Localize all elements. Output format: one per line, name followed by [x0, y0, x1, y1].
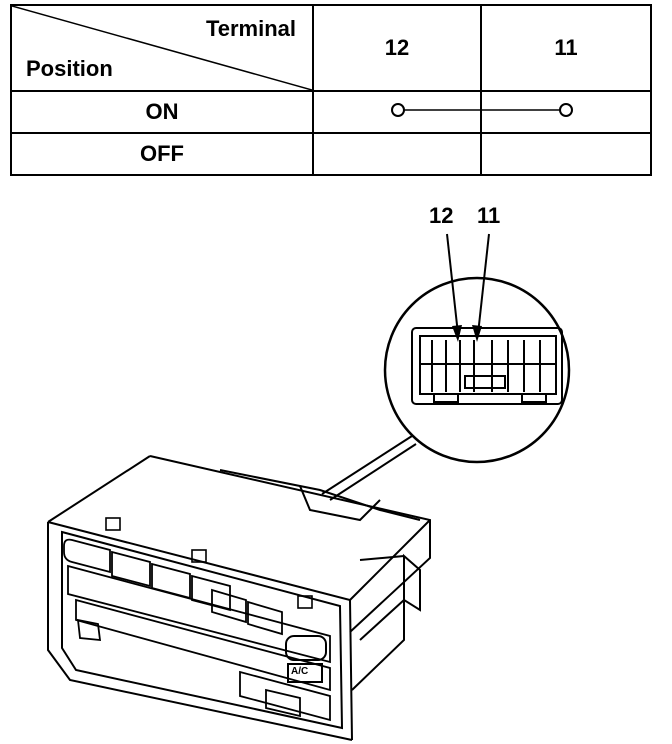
panel-face	[63, 538, 331, 722]
continuity-table: Terminal Position 12 11 ON OFF	[10, 4, 652, 176]
off-terminal-11-cell	[480, 132, 652, 176]
terminal-header-label: Terminal	[205, 16, 296, 41]
connector-magnifier	[383, 276, 571, 464]
mounting-tabs	[105, 517, 313, 609]
wire-harness	[321, 435, 417, 501]
callout-arrows	[446, 233, 490, 342]
callout-terminal-11: 11	[477, 203, 501, 228]
off-terminal-12-cell	[312, 132, 482, 176]
header-diagonal-line	[12, 6, 312, 90]
switch-illustration	[47, 233, 571, 741]
ac-button-label: A/C	[291, 666, 309, 677]
switch-body	[47, 455, 431, 741]
on-terminal-11-cell	[480, 90, 652, 134]
position-on-label: ON	[10, 90, 314, 134]
callout-terminal-12: 12	[429, 203, 454, 228]
position-off-label: OFF	[10, 132, 314, 176]
on-terminal-12-cell	[312, 90, 482, 134]
terminal-11-header: 11	[480, 4, 652, 92]
position-header-label: Position	[26, 56, 113, 81]
header-corner-cell: Terminal Position	[10, 4, 314, 92]
ac-button	[285, 635, 327, 683]
continuity-grid: Terminal Position 12 11 ON OFF	[10, 4, 652, 176]
terminal-12-header: 12	[312, 4, 482, 92]
